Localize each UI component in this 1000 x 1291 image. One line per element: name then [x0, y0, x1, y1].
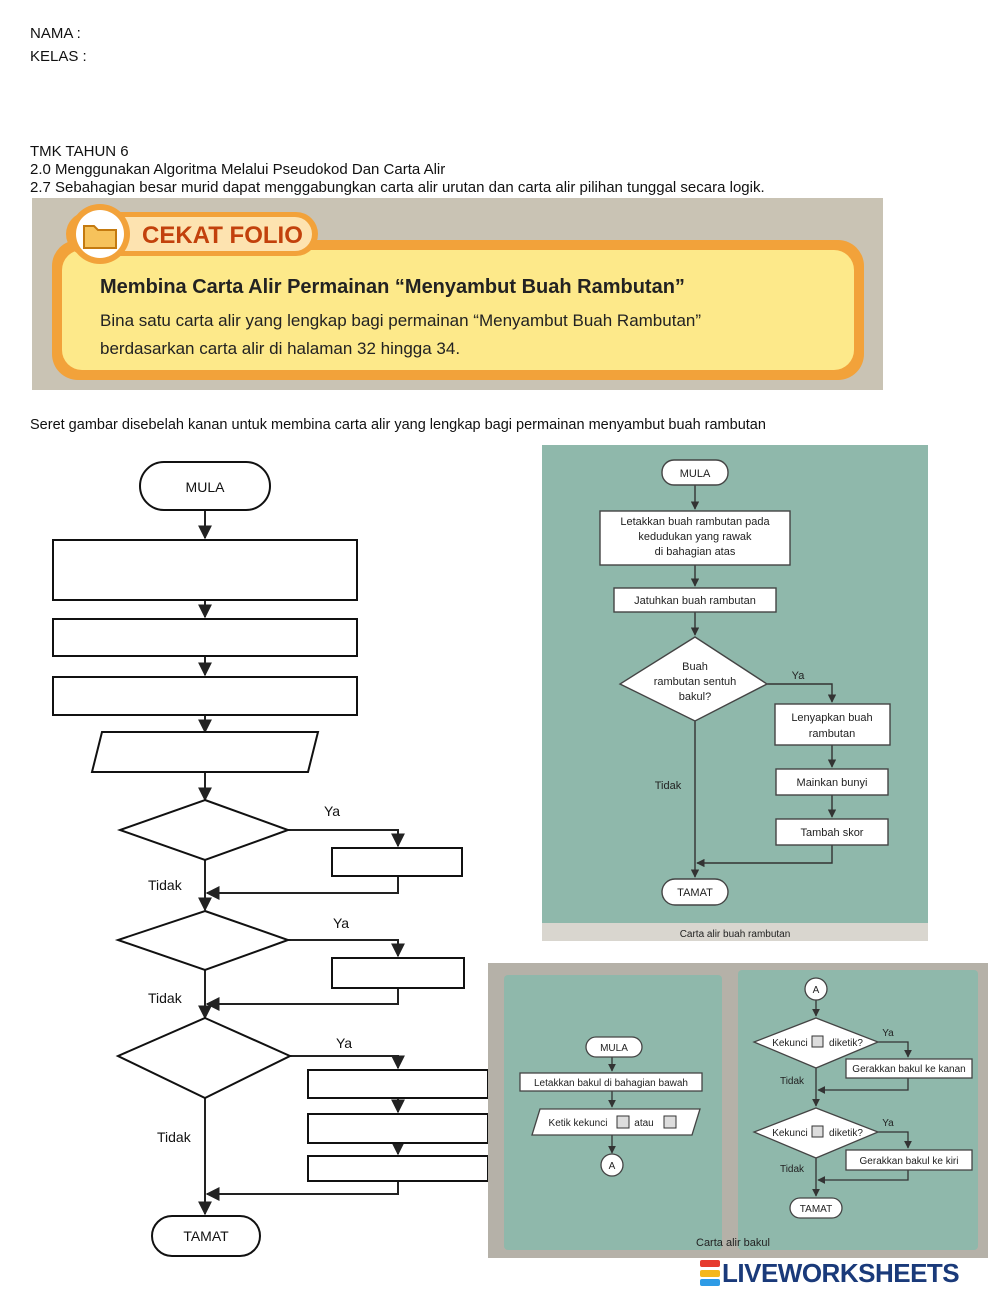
ws-drop-action-1[interactable]	[331, 847, 463, 877]
reference-panel-bakul-left: MULA Letakkan bakul di bahagian bawah Ke…	[504, 975, 722, 1250]
reference-panel-rambutan: MULA Letakkan buah rambutan pada keduduk…	[542, 445, 928, 941]
ref1-step1-line3: di bahagian atas	[655, 546, 736, 558]
name-label: NAMA :	[30, 25, 81, 42]
ws-drop-input[interactable]	[90, 731, 320, 773]
banner-line1: Bina satu carta alir yang lengkap bagi p…	[100, 311, 701, 330]
arrow-key-right-icon-2	[811, 1035, 824, 1048]
instruction-text: Seret gambar disebelah kanan untuk membi…	[30, 417, 766, 433]
ws-no-3: Tidak	[157, 1129, 192, 1145]
ref2-connector-a2: A	[813, 985, 820, 996]
ref2-step1: Letakkan bakul di bahagian bawah	[534, 1078, 688, 1089]
ref2-start: MULA	[600, 1043, 628, 1054]
ws-drop-decision-2[interactable]	[114, 909, 291, 972]
ws-drop-box-1[interactable]	[52, 539, 358, 601]
folder-icon	[70, 204, 130, 264]
subject-title: TMK TAHUN 6	[30, 143, 129, 160]
rambutan-flowchart: MULA Letakkan buah rambutan pada keduduk…	[542, 445, 928, 941]
ref2-d2-post: diketik?	[829, 1128, 863, 1139]
ref1-act3: Tambah skor	[801, 827, 864, 839]
banner-line2: berdasarkan carta alir di halaman 32 hin…	[100, 339, 460, 358]
arrow-key-left-icon-2	[811, 1125, 824, 1138]
banner-tag: CEKAT FOLIO	[142, 222, 303, 249]
ref1-start: MULA	[680, 468, 711, 480]
arrow-key-right-icon	[616, 1115, 630, 1129]
ref2-d1-pre: Kekunci	[772, 1038, 808, 1049]
ref2-caption: Carta alir bakul	[696, 1237, 770, 1249]
ref2-no-1: Tidak	[780, 1076, 805, 1087]
ref2-input-mid: atau	[634, 1118, 653, 1129]
ref1-decision-line1: Buah	[682, 661, 708, 673]
class-label: KELAS :	[30, 48, 87, 65]
ws-yes-1: Ya	[324, 803, 340, 819]
ws-start-terminal	[139, 461, 271, 511]
ws-drop-box-2[interactable]	[52, 618, 358, 657]
ref2-yes-1: Ya	[882, 1028, 894, 1039]
topic-line: 2.0 Menggunakan Algoritma Melalui Pseudo…	[30, 161, 446, 178]
ref1-decision-line3: bakul?	[679, 691, 711, 703]
bakul-flowchart-left: MULA Letakkan bakul di bahagian bawah Ke…	[519, 1036, 703, 1177]
ws-drop-decision-3[interactable]	[115, 1016, 293, 1100]
ref2-no-2: Tidak	[780, 1164, 805, 1175]
worksheet-flowchart: MULA TAMAT Ya Tidak Ya Tidak Ya Tidak	[52, 461, 489, 1257]
bakul-flowchart-right: A Kekunci diketik? Gerakkan bakul ke kan…	[752, 977, 973, 1219]
ref1-caption: Carta alir buah rambutan	[680, 929, 791, 940]
ref2-input-pre: Ketik kekunci	[549, 1118, 608, 1129]
ws-drop-action-3[interactable]	[307, 1069, 489, 1099]
ref1-step1-line1: Letakkan buah rambutan pada	[620, 516, 770, 528]
ref2-end: TAMAT	[800, 1204, 832, 1215]
ref2-act2: Gerakkan bakul ke kiri	[860, 1156, 959, 1167]
ws-end-terminal	[151, 1215, 261, 1257]
ws-drop-box-3[interactable]	[52, 676, 358, 716]
ref2-yes-2: Ya	[882, 1118, 894, 1129]
standard-line: 2.7 Sebahagian besar murid dapat menggab…	[30, 179, 765, 196]
cekat-folio-banner: CEKAT FOLIO Membina Carta Alir Permainan…	[32, 198, 883, 390]
ws-end-label: TAMAT	[183, 1228, 229, 1244]
ws-no-2: Tidak	[148, 990, 183, 1006]
liveworksheets-logo: LIVEWORKSHEETS	[700, 1255, 1000, 1291]
ws-start-label: MULA	[186, 479, 226, 495]
ref1-end: TAMAT	[677, 887, 713, 899]
ws-drop-action-5[interactable]	[307, 1155, 489, 1182]
ws-drop-decision-1[interactable]	[116, 798, 291, 862]
ref1-step2: Jatuhkan buah rambutan	[634, 595, 756, 607]
liveworksheets-brand: LIVEWORKSHEETS	[722, 1257, 960, 1288]
ref1-decision-line2: rambutan sentuh	[654, 676, 737, 688]
ref2-connector-a: A	[609, 1161, 616, 1172]
ref2-d2-pre: Kekunci	[772, 1128, 808, 1139]
ws-drop-action-2[interactable]	[331, 957, 465, 989]
arrow-key-left-icon	[663, 1115, 677, 1129]
ref1-act1-line1: Lenyapkan buah	[791, 712, 872, 724]
ref1-no: Tidak	[655, 780, 682, 792]
banner-graphic: CEKAT FOLIO Membina Carta Alir Permainan…	[32, 198, 883, 390]
banner-title: Membina Carta Alir Permainan “Menyambut …	[100, 276, 685, 298]
ws-yes-3: Ya	[336, 1035, 352, 1051]
ref1-act1-line2: rambutan	[809, 728, 855, 740]
ref1-step1-line2: kedudukan yang rawak	[638, 531, 752, 543]
ref1-act2: Mainkan bunyi	[797, 777, 868, 789]
liveworksheets-icon	[700, 1260, 720, 1286]
ws-drop-action-4[interactable]	[307, 1113, 489, 1144]
reference-panel-bakul-right: A Kekunci diketik? Gerakkan bakul ke kan…	[738, 970, 978, 1250]
ref2-d1-post: diketik?	[829, 1038, 863, 1049]
ws-no-1: Tidak	[148, 877, 183, 893]
ref2-act1: Gerakkan bakul ke kanan	[852, 1064, 965, 1075]
ws-yes-2: Ya	[333, 915, 349, 931]
ref1-yes: Ya	[792, 670, 806, 682]
